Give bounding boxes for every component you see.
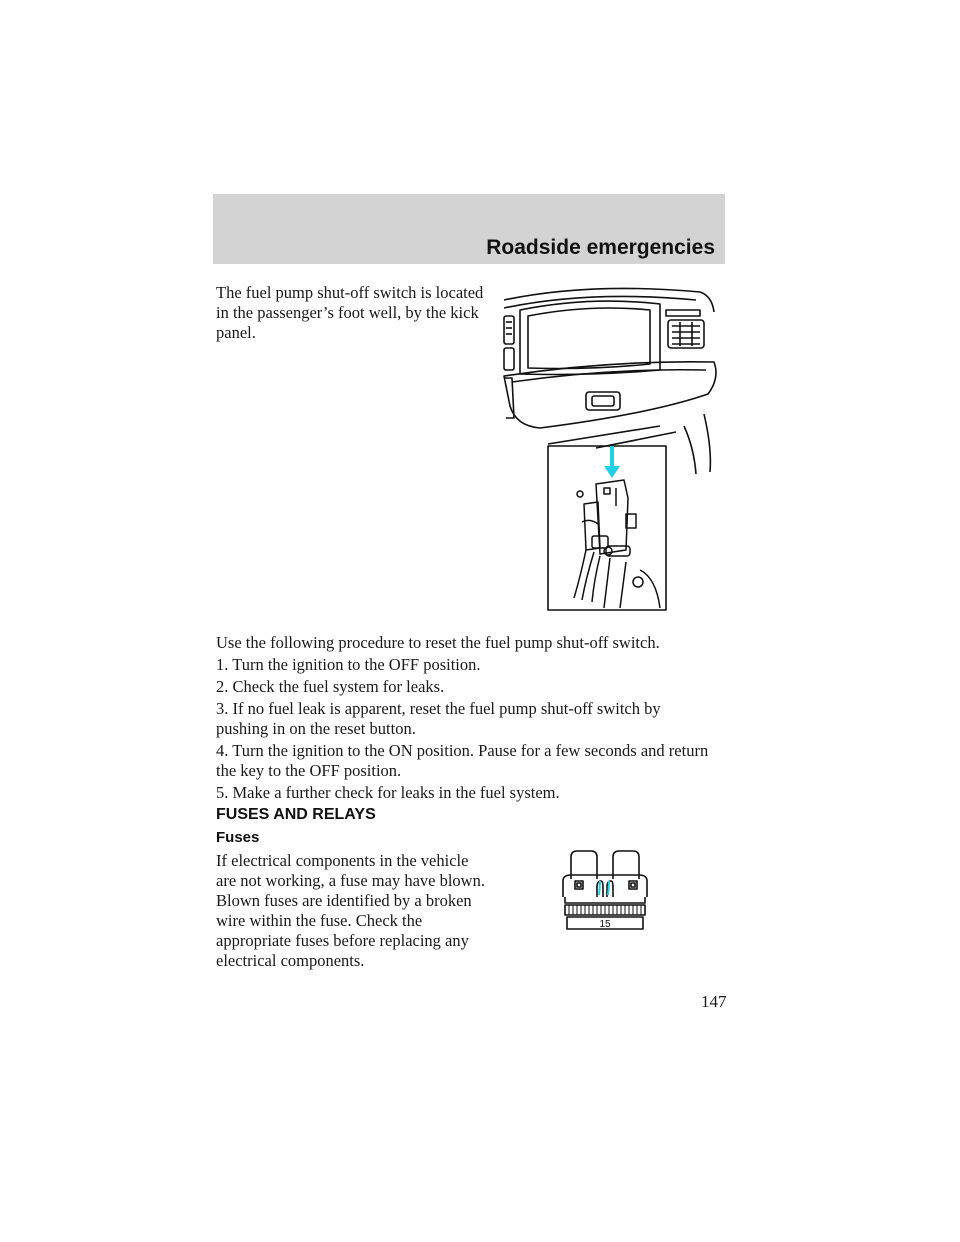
procedure-step-2: 2. Check the fuel system for leaks.: [216, 677, 445, 696]
procedure-step-5: 5. Make a further check for leaks in the…: [216, 783, 560, 802]
fuel-pump-switch-illustration: [503, 287, 717, 611]
fuses-paragraph: If electrical components in the vehicle …: [216, 851, 485, 970]
procedure-step-1: 1. Turn the ignition to the OFF position…: [216, 655, 481, 674]
subheading-fuses: Fuses: [216, 829, 260, 846]
procedure-step-4: 4. Turn the ignition to the ON position.…: [216, 741, 709, 780]
section-title: Roadside emergencies: [486, 236, 715, 259]
procedure-lead: Use the following procedure to reset the…: [216, 633, 660, 652]
procedure-step-3: 3. If no fuel leak is apparent, reset th…: [216, 699, 661, 738]
blade-fuse-illustration: 15: [562, 850, 648, 930]
intro-paragraph: The fuel pump shut-off switch is located…: [216, 283, 484, 342]
fuse-rating-label: 15: [599, 919, 611, 930]
page-number: 147: [701, 992, 727, 1011]
section-heading-fuses-relays: FUSES AND RELAYS: [216, 806, 376, 823]
section-header-band: Roadside emergencies: [213, 194, 725, 264]
